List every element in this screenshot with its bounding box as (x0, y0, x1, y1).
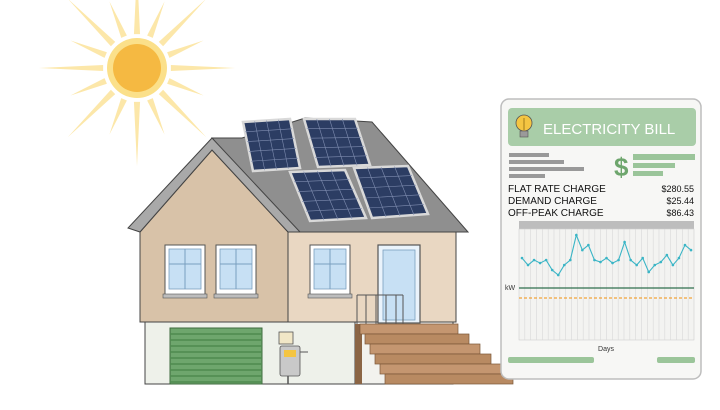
usage-point (527, 264, 530, 267)
usage-point (660, 261, 663, 264)
sun-ray (39, 65, 103, 71)
sun-ray (147, 98, 164, 134)
usage-point (599, 261, 602, 264)
usage-point (575, 234, 578, 237)
usage-point (653, 264, 656, 267)
charge-amount: $280.55 (661, 184, 694, 194)
placeholder-line (633, 163, 675, 168)
sun-ray (171, 65, 235, 71)
charge-amount: $25.44 (666, 196, 694, 206)
sun-ray (167, 40, 203, 57)
chart-header-bar (519, 221, 694, 229)
charge-label: DEMAND CHARGE (508, 196, 597, 207)
sun-ray (68, 90, 116, 138)
charge-label: FLAT RATE CHARGE (508, 184, 606, 195)
sun-ray (159, 90, 207, 138)
door-glass (383, 250, 415, 320)
chart-xlabel: Days (598, 346, 614, 353)
placeholder-line (509, 167, 584, 171)
sun-ray (109, 1, 126, 37)
sun-ray (134, 0, 140, 34)
footer-bar (657, 357, 695, 363)
sun-ray (70, 40, 106, 57)
placeholder-line (509, 160, 564, 164)
placeholder-line (509, 174, 545, 178)
usage-point (539, 262, 542, 265)
usage-point (593, 259, 596, 262)
window-sill (214, 294, 258, 298)
placeholder-line (509, 153, 549, 157)
placeholder-line (633, 171, 663, 176)
usage-point (666, 254, 669, 257)
usage-point (641, 257, 644, 260)
charge-label: OFF-PEAK CHARGE (508, 208, 604, 219)
usage-point (521, 257, 524, 260)
usage-point (581, 249, 584, 252)
usage-point (563, 264, 566, 267)
sun-ray (68, 0, 116, 46)
sun (39, 0, 235, 166)
usage-point (611, 262, 614, 265)
usage-point (647, 271, 650, 274)
electricity-bill: ELECTRICITY BILL $ FLAT RATE CHARGE $280… (501, 99, 701, 379)
usage-point (629, 259, 632, 262)
stair-step (380, 364, 502, 374)
stair-step (375, 354, 491, 364)
usage-point (545, 259, 548, 262)
usage-chart: kW Days (505, 221, 694, 353)
sun-ray (70, 78, 106, 95)
window-sill (163, 294, 207, 298)
usage-point (690, 249, 693, 252)
usage-point (605, 257, 608, 260)
usage-point (587, 244, 590, 247)
sun-core (113, 44, 161, 92)
usage-point (672, 264, 675, 267)
usage-point (617, 259, 620, 262)
usage-point (678, 257, 681, 260)
footer-bar (508, 357, 594, 363)
window-sill (308, 294, 352, 298)
house (128, 118, 513, 384)
charge-amount: $86.43 (666, 208, 694, 218)
sun-ray (159, 0, 207, 46)
stair-step (365, 334, 469, 344)
usage-point (533, 259, 536, 262)
bill-title: ELECTRICITY BILL (543, 121, 675, 138)
sun-ray (134, 102, 140, 166)
usage-point (551, 269, 554, 272)
sun-ray (167, 78, 203, 95)
stair-step (370, 344, 480, 354)
sun-ray (147, 1, 164, 37)
usage-point (635, 264, 638, 267)
dollar-icon: $ (614, 152, 629, 182)
stair-step (360, 324, 458, 334)
usage-point (684, 244, 687, 247)
stair-step (385, 374, 513, 384)
chart-ylabel: kW (505, 285, 516, 292)
usage-point (557, 274, 560, 277)
usage-point (569, 259, 572, 262)
sun-ray (109, 98, 126, 134)
usage-point (623, 241, 626, 244)
placeholder-line (633, 154, 695, 160)
